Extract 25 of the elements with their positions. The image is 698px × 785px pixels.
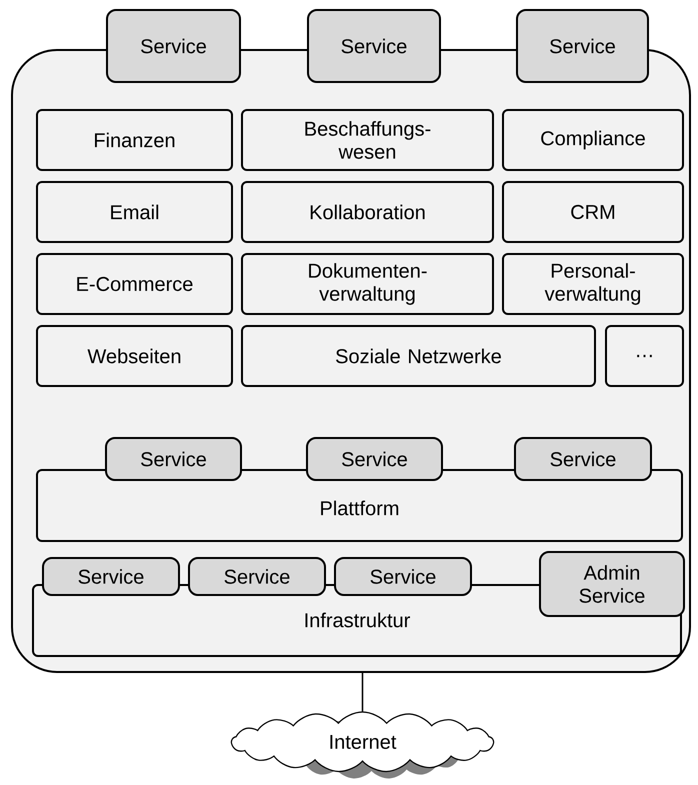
service-box: Service xyxy=(334,557,472,596)
module-box: Kollaboration xyxy=(241,181,494,243)
service-box: Service xyxy=(42,557,180,596)
service-box: Service xyxy=(188,557,326,596)
service-box: Service xyxy=(306,437,443,481)
module-box: Personal- verwaltung xyxy=(502,253,684,315)
service-box: Service xyxy=(516,9,649,83)
module-box: Beschaffungs- wesen xyxy=(241,109,494,171)
node-label: Internet xyxy=(330,735,396,749)
module-box: … xyxy=(605,325,684,387)
connector-line xyxy=(362,673,364,712)
module-box: Dokumenten- verwaltung xyxy=(241,253,494,315)
module-box: Email xyxy=(36,181,233,243)
service-box: Admin Service xyxy=(539,551,685,617)
service-box: Service xyxy=(307,9,441,83)
module-box: Finanzen xyxy=(36,109,233,171)
service-box: Service xyxy=(514,437,652,481)
module-box: CRM xyxy=(502,181,684,243)
module-box: E-Commerce xyxy=(36,253,233,315)
cloud: Internet xyxy=(230,711,494,778)
module-box: Soziale Netzwerke xyxy=(241,325,596,387)
module-box: Compliance xyxy=(502,109,684,171)
service-box: Service xyxy=(105,437,242,481)
module-box: Webseiten xyxy=(36,325,233,387)
service-box: Service xyxy=(106,9,241,83)
